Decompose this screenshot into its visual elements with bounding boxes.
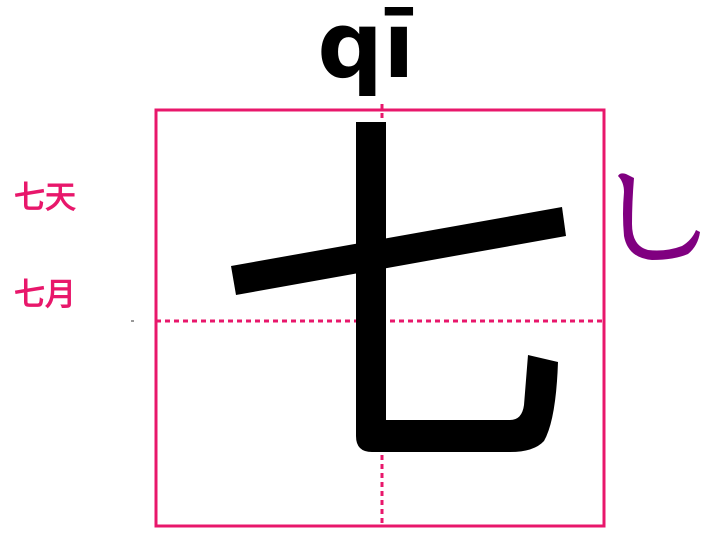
grid-border — [154, 108, 606, 528]
vertical-hook-stroke-icon — [618, 173, 700, 260]
character-horizontal-stroke — [231, 207, 566, 295]
example-word-2: 七月 — [14, 277, 76, 313]
example-word-1: 七天 — [14, 180, 76, 216]
stray-dot — [131, 320, 134, 322]
character-vertical-hook-stroke — [356, 122, 558, 452]
qi-character-glyph — [231, 122, 566, 452]
pinyin-label: qī — [317, 0, 415, 99]
